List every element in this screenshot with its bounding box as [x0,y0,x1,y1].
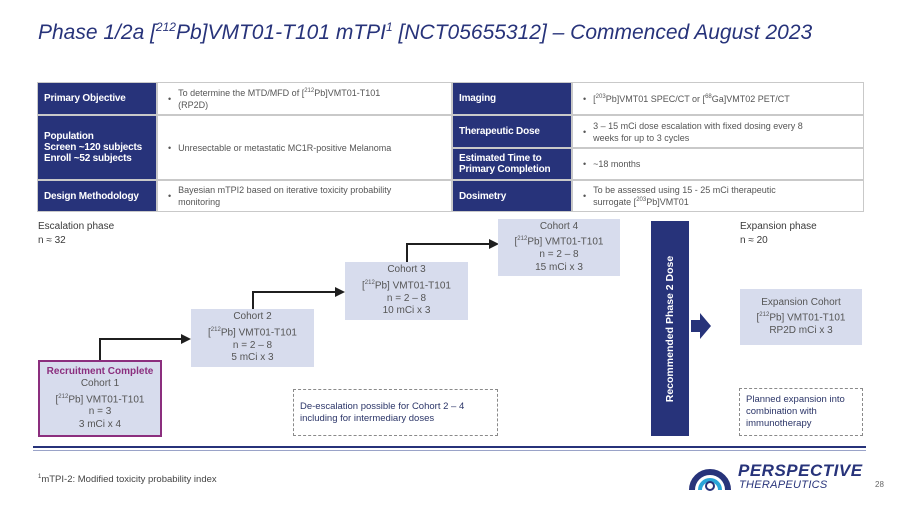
therapeutic-dose-header: Therapeutic Dose [452,115,572,148]
page-title: Phase 1/2a [212Pb]VMT01-T101 mTPI1 [NCT0… [38,20,813,44]
population-value: • Unresectable or metastatic MC1R-positi… [157,115,452,180]
connector-line [406,243,408,262]
footnote: 1mTPI-2: Modified toxicity probability i… [38,474,217,486]
primary-objective-header: Primary Objective [37,82,157,115]
imaging-header: Imaging [452,82,572,115]
design-methodology-value: • Bayesian mTPI2 based on iterative toxi… [157,180,452,212]
connector-line [99,338,183,340]
expansion-phase-label: Expansion phase n ≈ 20 [740,221,817,246]
cohort-4-box: Cohort 4 [212Pb] VMT01-T101 n = 2 – 8 15… [498,219,620,276]
dosimetry-value: • To be assessed using 15 - 25 mCi thera… [572,180,864,212]
brand-subtitle: THERAPEUTICS [739,479,828,491]
page-number: 28 [875,480,884,489]
planned-expansion-note: Planned expansion into combination with … [739,388,863,436]
connector-line [99,338,101,360]
arrow-right-icon [489,239,499,249]
estimated-time-header: Estimated Time to Primary Completion [452,148,572,180]
divider [33,446,866,448]
imaging-value: • [203Pb]VMT01 SPEC/CT or [68Ga]VMT02 PE… [572,82,864,115]
perspective-logo-icon [689,469,731,491]
connector-line [252,291,336,293]
escalation-phase-label: Escalation phase n ≈ 32 [38,221,115,246]
connector-line [252,291,254,309]
cohort-3-box: Cohort 3 [212Pb] VMT01-T101 n = 2 – 8 10… [345,262,468,320]
expansion-cohort-box: Expansion Cohort [212Pb] VMT01-T101 RP2D… [740,289,862,345]
brand-name: PERSPECTIVE [738,461,863,480]
connector-line [406,243,490,245]
rp2d-bar: Recommended Phase 2 Dose [651,221,689,436]
cohort-2-box: Cohort 2 [212Pb] VMT01-T101 n = 2 – 8 5 … [191,309,314,367]
population-header: Population Screen ~120 subjects Enroll ~… [37,115,157,180]
arrow-right-icon [335,287,345,297]
divider [33,450,866,451]
design-methodology-header: Design Methodology [37,180,157,212]
estimated-time-value: • ~18 months [572,148,864,180]
arrow-right-icon [691,313,711,339]
primary-objective-value: • To determine the MTD/MFD of [212Pb]VMT… [157,82,452,115]
deescalation-note: De-escalation possible for Cohort 2 – 4 … [293,389,498,436]
cohort-1-box: Recruitment Complete Cohort 1 [212Pb] VM… [38,360,162,437]
arrow-right-icon [181,334,191,344]
dosimetry-header: Dosimetry [452,180,572,212]
therapeutic-dose-value: • 3 – 15 mCi dose escalation with fixed … [572,115,864,148]
